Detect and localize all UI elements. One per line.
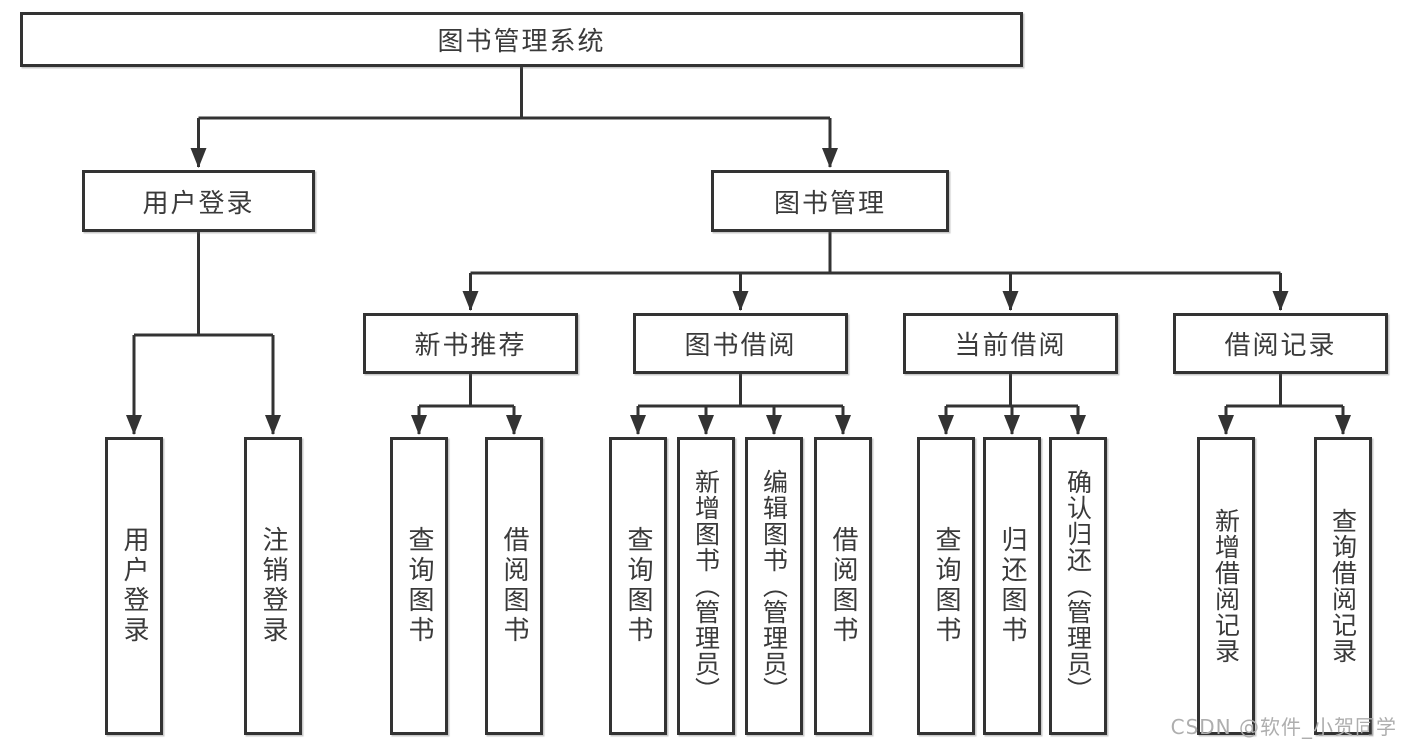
node-label: 查询借阅记录 bbox=[1328, 508, 1358, 664]
node-label: 新增图书（管理员） bbox=[691, 469, 721, 703]
node-label: 注销登录 bbox=[258, 526, 288, 646]
node-label: 新增借阅记录 bbox=[1211, 508, 1241, 664]
node-label: 图书管理系统 bbox=[437, 27, 606, 57]
leaf-borrow-books: 借阅图书 bbox=[814, 437, 872, 735]
csdn-watermark: CSDN @软件_小贺同学 bbox=[1170, 715, 1397, 739]
leaf-borrow-books-recommend: 借阅图书 bbox=[485, 437, 543, 735]
leaf-add-borrow-record: 新增借阅记录 bbox=[1197, 437, 1255, 735]
leaf-query-books-recommend: 查询图书 bbox=[390, 437, 448, 735]
node-label: 借阅图书 bbox=[828, 526, 858, 646]
node-new-book-recommend: 新书推荐 bbox=[363, 313, 578, 374]
node-label: 当前借阅 bbox=[954, 331, 1067, 361]
leaf-edit-books-admin: 编辑图书（管理员） bbox=[745, 437, 803, 735]
connector-group bbox=[126, 67, 1351, 435]
leaf-confirm-return-admin: 确认归还（管理员） bbox=[1049, 437, 1107, 735]
leaf-return-books: 归还图书 bbox=[983, 437, 1041, 735]
leaf-query-borrow-record: 查询借阅记录 bbox=[1314, 437, 1372, 735]
node-book-management: 图书管理 bbox=[711, 170, 949, 232]
node-label: 图书管理 bbox=[773, 188, 886, 219]
node-current-borrowing: 当前借阅 bbox=[903, 313, 1118, 374]
node-label: 编辑图书（管理员） bbox=[759, 469, 789, 703]
leaf-query-books-current: 查询图书 bbox=[917, 437, 975, 735]
node-user-login: 用户登录 bbox=[82, 170, 315, 232]
leaf-query-books-borrowing: 查询图书 bbox=[609, 437, 667, 735]
leaf-user-login: 用户登录 bbox=[105, 437, 163, 735]
node-book-borrowing: 图书借阅 bbox=[633, 313, 848, 374]
node-label: 新书推荐 bbox=[414, 331, 527, 361]
node-label: 归还图书 bbox=[997, 526, 1027, 646]
node-label: 查询图书 bbox=[404, 526, 434, 646]
node-label: 确认归还（管理员） bbox=[1063, 469, 1093, 703]
node-label: 查询图书 bbox=[623, 526, 653, 646]
node-label: 查询图书 bbox=[931, 526, 961, 646]
node-label: 用户登录 bbox=[142, 188, 255, 219]
node-label: 用户登录 bbox=[119, 526, 149, 646]
node-label: 借阅记录 bbox=[1224, 331, 1337, 361]
node-root-system: 图书管理系统 bbox=[20, 12, 1023, 67]
leaf-add-books-admin: 新增图书（管理员） bbox=[677, 437, 735, 735]
node-label: 借阅图书 bbox=[499, 526, 529, 646]
node-label: 图书借阅 bbox=[684, 331, 797, 361]
node-borrowing-records: 借阅记录 bbox=[1173, 313, 1388, 374]
leaf-logout: 注销登录 bbox=[244, 437, 302, 735]
